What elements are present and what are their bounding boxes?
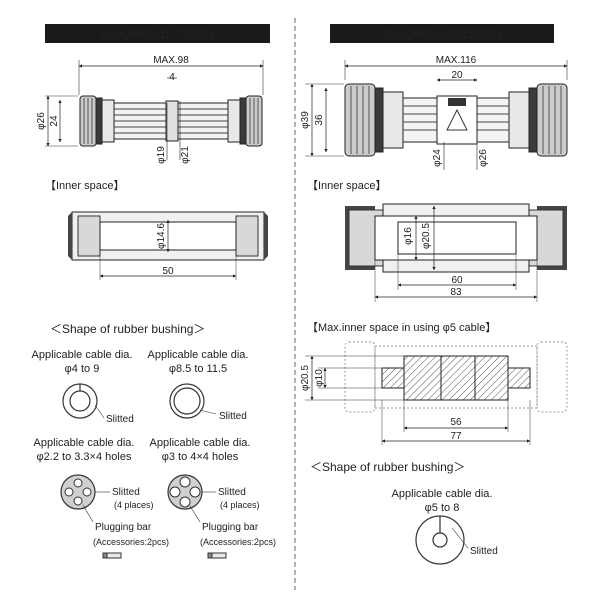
left-product-view: MAX.98 4 φ26 24 φ19 φ21 (36, 55, 264, 164)
right-inner-60: 60 (451, 275, 463, 286)
right-title: OA-QW22-0801SRSN (382, 27, 501, 41)
warning-triangle-icon (446, 108, 468, 131)
left-title-bar (45, 24, 270, 43)
b3-slit: Slitted (112, 487, 140, 498)
b3-places: (4 places) (114, 500, 154, 510)
right-inner-d205: φ20.5 (421, 223, 432, 249)
max-inner-heading: 【Max.inner space in using φ5 cable】 (307, 321, 496, 334)
mi-77: 77 (450, 431, 462, 442)
left-dim-phi26: φ26 (36, 112, 47, 130)
right-inner-d16: φ16 (403, 227, 414, 245)
mi-d10: φ10 (314, 369, 325, 387)
b1-range: φ4 to 9 (65, 363, 100, 375)
b3-acc: (Accessories:2pcs) (93, 537, 169, 547)
left-inner-space-section: φ14.6 50 (68, 211, 268, 280)
left-inner-space-heading: 【Inner space】 (45, 179, 124, 192)
b1-title: Applicable cable dia. (32, 349, 133, 361)
left-inner-len: 50 (162, 266, 174, 277)
left-inner-dia: φ14.6 (156, 223, 167, 249)
bushing-1: Applicable cable dia. φ4 to 9 Slitted (32, 349, 134, 425)
b4-slit: Slitted (218, 487, 246, 498)
mi-56: 56 (450, 417, 462, 428)
bushing-2: Applicable cable dia. φ8.5 to 11.5 Slitt… (148, 349, 249, 422)
b3-range: φ2.2 to 3.3×4 holes (37, 451, 132, 463)
right-inner-space-heading: 【Inner space】 (307, 179, 386, 192)
right-bushing-heading: ＜Shape of rubber bushing＞ (310, 460, 465, 474)
right-dim-phi26: φ26 (478, 149, 489, 167)
left-bushing-heading: ＜Shape of rubber bushing＞ (50, 322, 205, 336)
bushing-3: Applicable cable dia. φ2.2 to 3.3×4 hole… (34, 437, 169, 559)
right-title-bar (330, 24, 554, 43)
b4-acc: (Accessories:2pcs) (200, 537, 276, 547)
left-dim-phi19: φ19 (156, 146, 167, 164)
bushing-4: Applicable cable dia. φ3 to 4×4 holes Sl… (150, 437, 276, 559)
right-product-view: MAX.116 20 φ39 (300, 55, 568, 170)
left-title: OA-QW09/11**SRSN (100, 27, 214, 41)
b4-places: (4 places) (220, 500, 260, 510)
right-max-dim: MAX.116 (436, 55, 477, 66)
rb-range: φ5 to 8 (425, 502, 460, 514)
right-inner-83: 83 (450, 287, 462, 298)
left-dim-phi21: φ21 (180, 146, 191, 164)
b4-range: φ3 to 4×4 holes (162, 451, 239, 463)
b1-slit: Slitted (106, 414, 134, 425)
b4-title: Applicable cable dia. (150, 437, 251, 449)
left-dim-4: 4 (169, 72, 175, 83)
right-dim-20: 20 (451, 70, 463, 81)
rb-slit: Slitted (470, 546, 498, 557)
b4-plug: Plugging bar (202, 522, 259, 533)
mi-d205: φ20.5 (300, 365, 311, 391)
right-bushing: Applicable cable dia. φ5 to 8 Slitted (392, 488, 498, 565)
b2-range: φ8.5 to 11.5 (169, 363, 227, 375)
right-inner-space-section: φ16 φ20.5 60 83 (345, 203, 567, 302)
right-dim-phi39: φ39 (300, 111, 311, 129)
b3-plug: Plugging bar (95, 522, 152, 533)
left-dim-24: 24 (49, 115, 60, 127)
b2-slit: Slitted (219, 411, 247, 422)
right-dim-phi24: φ24 (432, 149, 443, 167)
b2-title: Applicable cable dia. (148, 349, 249, 361)
right-dim-36: 36 (314, 114, 325, 126)
max-inner-space-section: φ20.5 φ10 56 77 (300, 341, 568, 445)
right-brand-label (448, 98, 466, 106)
left-max-dim: MAX.98 (153, 55, 189, 66)
rb-title: Applicable cable dia. (392, 488, 493, 500)
b3-title: Applicable cable dia. (34, 437, 135, 449)
